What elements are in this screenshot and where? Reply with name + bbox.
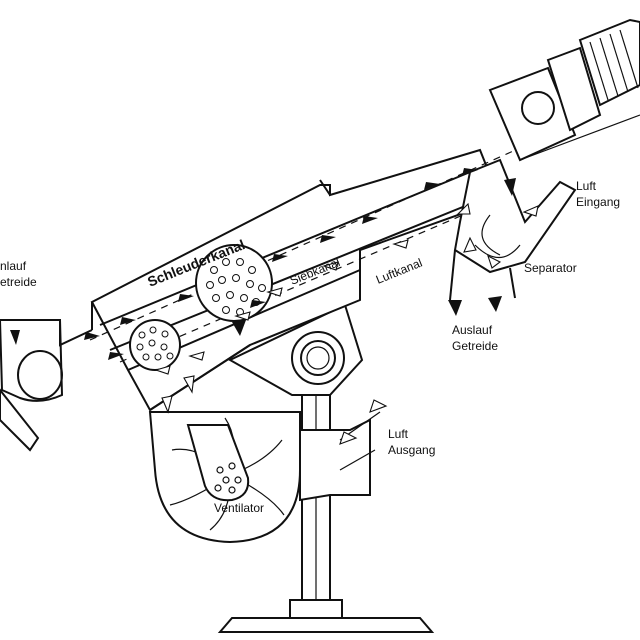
fan-housing <box>148 411 381 544</box>
label-luft-eingang-line1: Luft <box>576 179 597 193</box>
label-auslauf-line1: Auslauf <box>452 323 493 337</box>
label-luft-ausgang-line1: Luft <box>388 427 409 441</box>
label-luftkanal: Luftkanal <box>374 256 424 287</box>
air-flow-arrows <box>154 202 539 445</box>
label-einlauf-line1: nlauf <box>0 259 27 273</box>
label-luft-eingang-line2: Eingang <box>576 195 620 209</box>
screen-drum-small <box>129 319 181 371</box>
label-auslauf-line2: Getreide <box>452 339 498 353</box>
label-ventilator: Ventilator <box>214 501 264 515</box>
separator-output-arrows <box>232 296 502 336</box>
drive-motor <box>488 18 640 162</box>
grain-flow-arrows <box>10 168 516 360</box>
label-einlauf-line2: etreide <box>0 275 37 289</box>
label-luft-ausgang-line2: Ausgang <box>388 443 435 457</box>
label-separator: Separator <box>524 261 577 275</box>
